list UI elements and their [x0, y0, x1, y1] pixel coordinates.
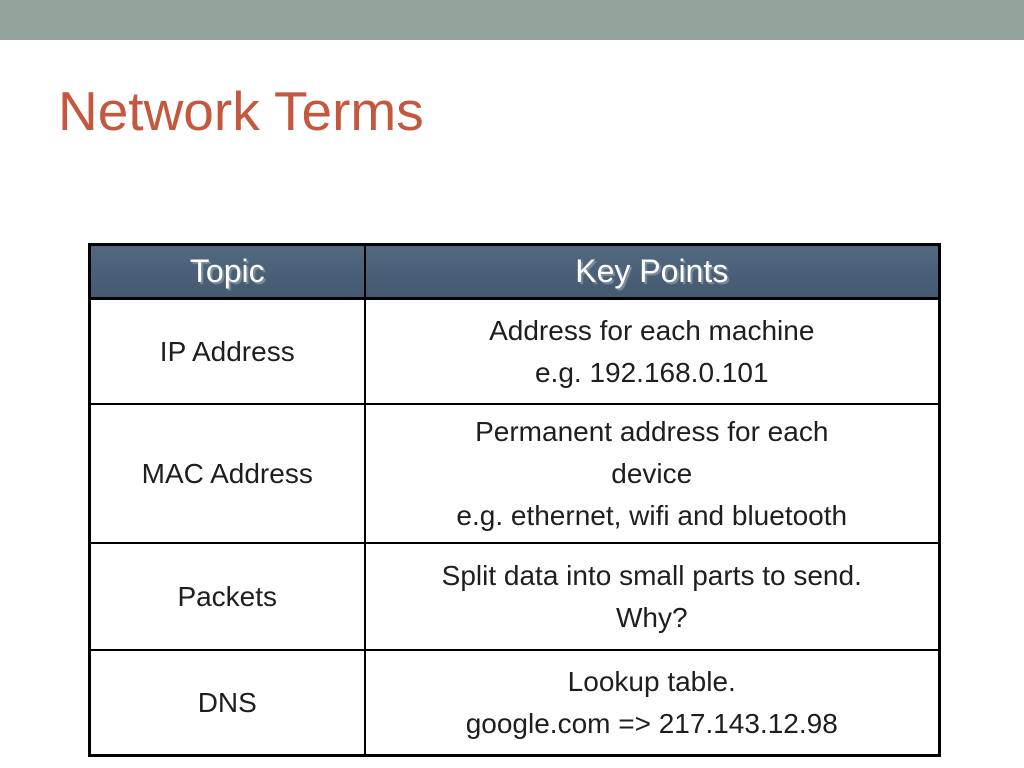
topic-cell: DNS: [88, 649, 366, 757]
key-point-line: Permanent address for each: [475, 415, 829, 447]
key-point-line: e.g. ethernet, wifi and bluetooth: [456, 499, 848, 531]
key-point-line: google.com => 217.143.12.98: [465, 707, 838, 739]
table-header-row: Topic Key Points: [88, 243, 941, 300]
key-points-cell: Lookup table. google.com => 217.143.12.9…: [363, 649, 941, 757]
key-point-line: e.g. 192.168.0.101: [534, 356, 769, 388]
key-point-line: Lookup table.: [567, 665, 736, 697]
page-title: Network Terms: [58, 80, 424, 142]
column-header-topic: Topic: [88, 243, 366, 300]
top-bar-decoration: [0, 0, 1024, 40]
key-points-cell: Address for each machine e.g. 192.168.0.…: [363, 297, 941, 405]
key-point-line: Address for each machine: [489, 314, 815, 346]
topic-cell: MAC Address: [88, 403, 366, 544]
topic-cell: Packets: [88, 542, 366, 651]
key-point-line: Split data into small parts to send.: [441, 559, 862, 591]
table-row-dns: DNS Lookup table. google.com => 217.143.…: [88, 649, 941, 757]
table-row-packets: Packets Split data into small parts to s…: [88, 542, 941, 651]
topic-cell: IP Address: [88, 297, 366, 405]
table-row-mac-address: MAC Address Permanent address for each d…: [88, 403, 941, 544]
column-header-key-points: Key Points: [363, 243, 941, 300]
table-row-ip-address: IP Address Address for each machine e.g.…: [88, 297, 941, 405]
key-point-line: Why?: [615, 601, 688, 633]
network-terms-table: Topic Key Points IP Address Address for …: [88, 243, 941, 757]
key-points-cell: Permanent address for each device e.g. e…: [363, 403, 941, 544]
key-point-line: device: [611, 457, 693, 489]
key-points-cell: Split data into small parts to send. Why…: [363, 542, 941, 651]
